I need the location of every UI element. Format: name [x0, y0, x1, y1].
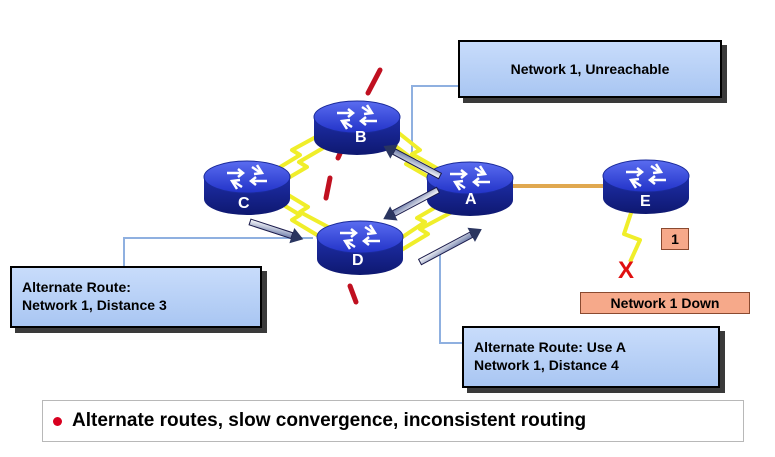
router-c-label: C [238, 195, 250, 212]
arrow-a-to-d [383, 186, 441, 221]
legend: Alternate routes, slow convergence, inco… [42, 400, 744, 442]
arrow-a-to-b [383, 144, 443, 180]
failure-mark: X [618, 257, 634, 284]
route-arrows [248, 144, 482, 266]
callout-network1-unreachable-text: Network 1, Unreachable [510, 61, 670, 77]
connector-unreachable [411, 85, 458, 164]
callout-alternate-route-right: Alternate Route: Use A Network 1, Distan… [462, 326, 720, 388]
arrow-c-to-d [248, 218, 304, 244]
alt-route-right-line1: Alternate Route: Use A [474, 339, 626, 355]
alt-route-left-line2: Network 1, Distance 3 [22, 297, 167, 313]
router-d-label: D [352, 252, 364, 269]
legend-text: Alternate routes, slow convergence, inco… [72, 410, 587, 431]
hop-count-badge: 1 [661, 228, 689, 250]
serial-link-b-a [393, 128, 441, 172]
serial-link-c-b-2 [276, 142, 332, 186]
serial-link-c-d-2 [278, 188, 331, 230]
network-down-label: Network 1 Down [580, 292, 750, 314]
alt-route-right-line2: Network 1, Distance 4 [474, 357, 619, 373]
router-b-label: B [355, 129, 367, 146]
serial-links [270, 128, 642, 263]
alt-route-left-line1: Alternate Route: [22, 279, 131, 295]
callout-connectors [123, 85, 462, 344]
serial-link-d-a [396, 198, 450, 242]
router-a-label: A [465, 191, 477, 208]
callout-alternate-route-left: Alternate Route: Network 1, Distance 3 [10, 266, 262, 328]
serial-link-c-d [270, 196, 324, 240]
connector-alt-left [123, 237, 313, 268]
connector-alt-right [439, 248, 462, 344]
router-e-label: E [640, 193, 651, 210]
arrow-d-to-a [417, 227, 482, 266]
serial-link-d-a-2 [396, 210, 453, 254]
legend-bullet-icon [53, 416, 62, 426]
serial-link-e-network [622, 209, 642, 263]
serial-link-c-b [270, 130, 326, 174]
callout-network1-unreachable: Network 1, Unreachable [458, 40, 722, 98]
